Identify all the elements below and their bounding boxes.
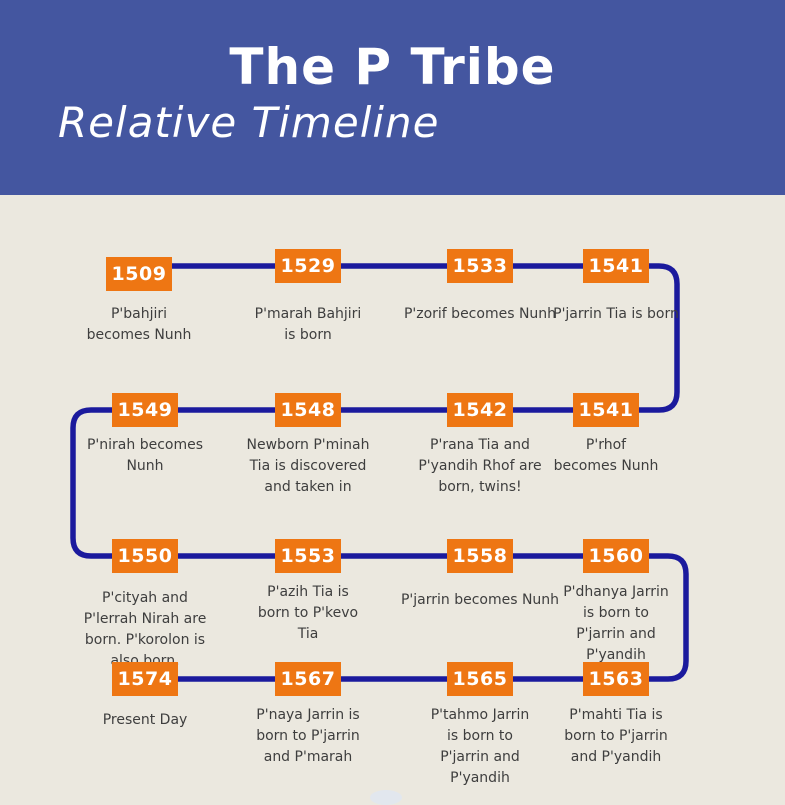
year-badge: 1560 <box>583 539 649 573</box>
event-description: P'mahti Tia is born to P'jarrin and P'ya… <box>564 707 668 765</box>
header-banner: The P Tribe Relative Timeline <box>0 0 785 195</box>
year-badge: 1541 <box>573 393 639 427</box>
event-description: P'jarrin Tia is born <box>553 306 679 322</box>
event-description: P'nirah becomes Nunh <box>86 437 204 474</box>
year-badge: 1558 <box>447 539 513 573</box>
page-subtitle: Relative Timeline <box>58 98 440 147</box>
event-description: P'tahmo Jarrin is born to P'jarrin and P… <box>430 707 530 786</box>
event-description: P'marah Bahjiri is born <box>254 306 362 343</box>
year-badge: 1550 <box>112 539 178 573</box>
event-description: P'rana Tia and P'yandih Rhof are born, t… <box>418 437 542 495</box>
year-badge: 1549 <box>112 393 178 427</box>
event-description: P'azih Tia is born to P'kevo Tia <box>257 584 359 642</box>
event-description: P'naya Jarrin is born to P'jarrin and P'… <box>256 707 360 765</box>
year-badge: 1509 <box>106 257 172 291</box>
page-title: The P Tribe <box>229 38 556 96</box>
year-badge: 1574 <box>112 662 178 696</box>
event-description: P'zorif becomes Nunh <box>403 306 557 322</box>
year-badge: 1533 <box>447 249 513 283</box>
year-badge: 1542 <box>447 393 513 427</box>
event-description: P'rhof becomes Nunh <box>553 437 659 474</box>
event-description: Present Day <box>102 712 188 728</box>
event-description: P'dhanya Jarrin is born to P'jarrin and … <box>563 584 669 663</box>
year-badge: 1553 <box>275 539 341 573</box>
year-badge: 1529 <box>275 249 341 283</box>
bottom-decoration <box>370 790 402 805</box>
event-description: P'bahjiri becomes Nunh <box>86 306 192 343</box>
event-description: Newborn P'minah Tia is discovered and ta… <box>246 437 370 495</box>
year-badge: 1565 <box>447 662 513 696</box>
year-badge: 1567 <box>275 662 341 696</box>
year-badge: 1541 <box>583 249 649 283</box>
year-badge: 1548 <box>275 393 341 427</box>
year-badge: 1563 <box>583 662 649 696</box>
event-description: P'jarrin becomes Nunh <box>400 592 560 608</box>
